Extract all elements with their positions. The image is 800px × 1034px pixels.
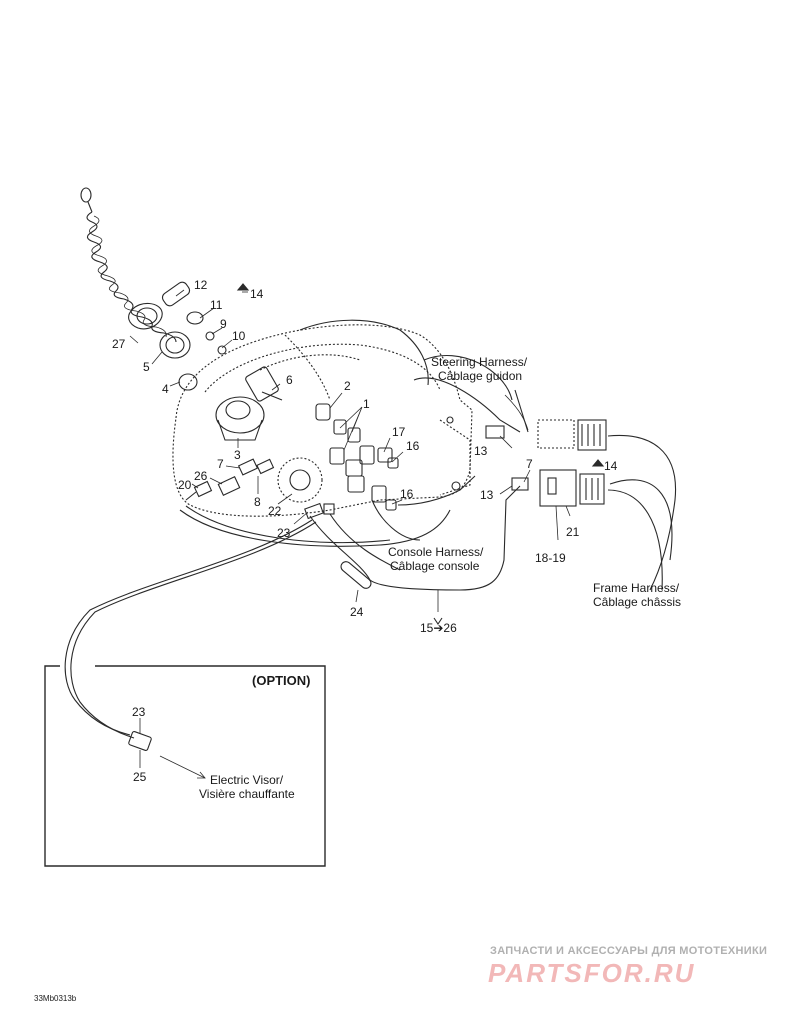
connector-13-upper [485,425,505,439]
ignition-switch-3 [215,396,265,441]
callout-23b: 23 [132,705,146,719]
callout-3: 3 [234,448,241,462]
callout-14a: 14 [250,287,264,301]
callouts: 1 2 3 4 5 6 7 7 8 9 10 11 12 13 13 14 14… [112,278,618,784]
callout-16b: 16 [400,487,414,501]
bezel-5 [159,331,191,359]
callout-7a: 7 [217,457,224,471]
switch-cluster [315,403,399,511]
callout-8: 8 [254,495,261,509]
callout-20: 20 [178,478,192,492]
watermark-logo: PARTSFOR.RU [488,958,695,988]
sleeve-24 [340,561,372,589]
footer: ЗАПЧАСТИ И АКСЕССУАРЫ ДЛЯ МОТОТЕХНИКИ PA… [34,945,767,1003]
watermark-tagline: ЗАПЧАСТИ И АКСЕССУАРЫ ДЛЯ МОТОТЕХНИКИ [490,945,767,957]
washer-10 [217,345,227,355]
callout-14b: 14 [604,459,618,473]
callout-11: 11 [210,298,223,312]
callout-9: 9 [220,317,227,331]
callout-4: 4 [162,382,169,396]
callout-15-26: 15➔26 [420,621,457,635]
washer-9 [205,331,215,341]
label-cablage-guidon: Câblage guidon [438,369,522,383]
tether-cord [80,187,191,343]
visor-connector-25 [128,731,152,751]
label-frame-harness: Frame Harness/ [593,581,680,595]
console-housing [172,319,473,517]
switch-6 [245,366,283,402]
callout-18-19: 18-19 [535,551,566,565]
labels: Steering Harness/ Câblage guidon Console… [199,355,681,801]
leader-lines [129,289,571,779]
callout-21: 21 [566,525,580,539]
fuse-block-upper [537,419,607,451]
label-steering-harness: Steering Harness/ [431,355,528,369]
connector-13-lower [511,477,529,491]
callout-16a: 16 [406,439,420,453]
callout-6: 6 [286,373,293,387]
nut-11 [186,311,204,325]
connector-23b [323,503,335,515]
connectors-left [185,458,275,501]
bolt-14-top [236,283,250,291]
callout-24: 24 [350,605,364,619]
label-option: (OPTION) [252,673,311,688]
nut-4 [178,373,198,391]
option-box [44,665,326,867]
callout-10: 10 [232,329,246,343]
label-cablage-console: Câblage console [390,559,480,573]
label-electric-visor: Electric Visor/ [210,773,284,787]
bolt-14-right [591,459,605,467]
callout-23a: 23 [277,526,291,540]
callout-26: 26 [194,469,208,483]
callout-2: 2 [344,379,351,393]
callout-1: 1 [363,397,370,411]
callout-7b: 7 [526,457,533,471]
image-code: 33Mb0313b [34,994,77,1003]
callout-22: 22 [268,504,282,518]
callout-27: 27 [112,337,126,351]
label-console-harness: Console Harness/ [388,545,484,559]
gauge-27 [128,302,163,330]
label-cablage-chassis: Câblage châssis [593,595,681,609]
callout-13b: 13 [480,488,494,502]
label-visiere-chauffante: Visière chauffante [199,787,295,801]
callout-12: 12 [194,278,208,292]
callout-17: 17 [392,425,406,439]
fuse-block-lower [539,469,605,507]
gauge-22 [277,457,323,503]
callout-25: 25 [133,770,147,784]
callout-5: 5 [143,360,150,374]
harness-wires [64,355,677,739]
connector-23 [304,502,324,520]
callout-13a: 13 [474,444,488,458]
